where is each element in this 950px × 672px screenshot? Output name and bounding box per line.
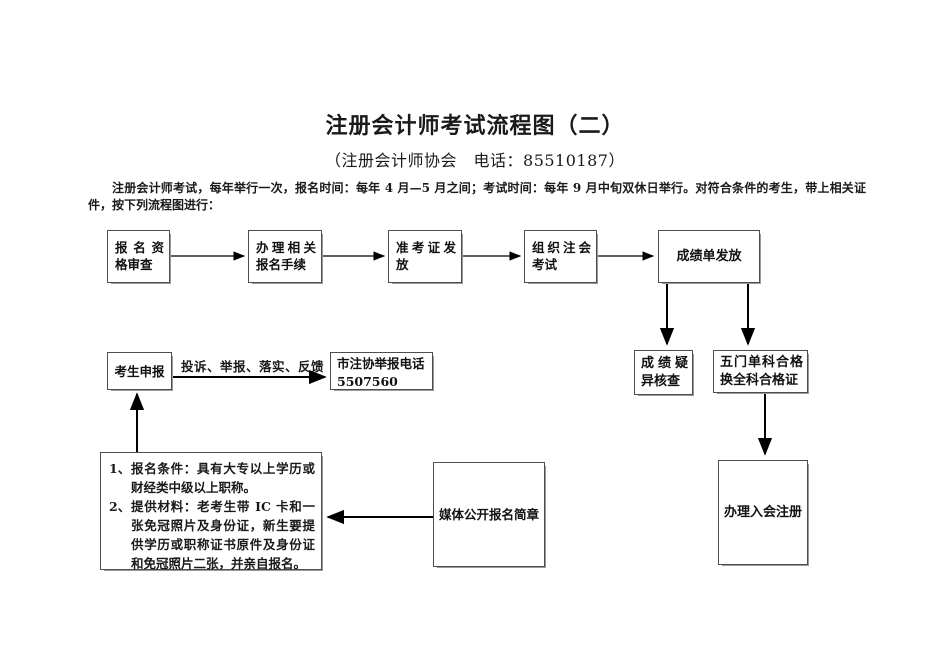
note-item-1: 1、 报名条件：具有大专以上学历或财经类中级以上职称。	[109, 459, 315, 497]
box-requirements-notes: 1、 报名条件：具有大专以上学历或财经类中级以上职称。 2、 提供材料：老考生带…	[100, 452, 322, 573]
box-membership-registration: 办理入会注册	[718, 460, 808, 565]
box-qualification-review: 报名资格审查	[107, 230, 170, 283]
intro-paragraph: 注册会计师考试，每年举行一次，报名时间：每年 4 月—5 月之间；考试时间：每年…	[88, 181, 866, 212]
page-subtitle: （注册会计师协会 电话：85510187）	[325, 151, 625, 170]
box-organize-exam: 组织注会考试	[524, 230, 597, 283]
note-number: 2、	[109, 499, 131, 514]
note-text: 提供材料：老考生带 IC 卡和一张免冠照片及身份证，新生要提供学历或职称证书原件…	[131, 499, 315, 571]
edge-label-complaint: 投诉、举报、落实、反馈	[181, 359, 325, 374]
note-number: 1、	[109, 461, 131, 476]
box-hotline: 市注协举报电话 5507560	[330, 352, 433, 390]
hotline-name: 市注协举报电话	[337, 356, 425, 371]
hotline-number: 5507560	[337, 374, 398, 389]
box-score-recheck: 成绩疑异核查	[634, 350, 693, 395]
box-registration-procedures: 办理相关报名手续	[248, 230, 322, 283]
box-certificate-exchange: 五门单科合格换全科合格证	[713, 350, 808, 393]
page-title: 注册会计师考试流程图（二）	[325, 113, 625, 139]
box-score-release: 成绩单发放	[658, 230, 760, 283]
box-admission-ticket: 准考证发放	[388, 230, 462, 283]
note-text: 报名条件：具有大专以上学历或财经类中级以上职称。	[131, 461, 315, 495]
note-item-2: 2、 提供材料：老考生带 IC 卡和一张免冠照片及身份证，新生要提供学历或职称证…	[109, 497, 315, 573]
box-candidate-report: 考生申报	[107, 352, 172, 390]
box-media-announcement: 媒体公开报名简章	[433, 462, 545, 567]
